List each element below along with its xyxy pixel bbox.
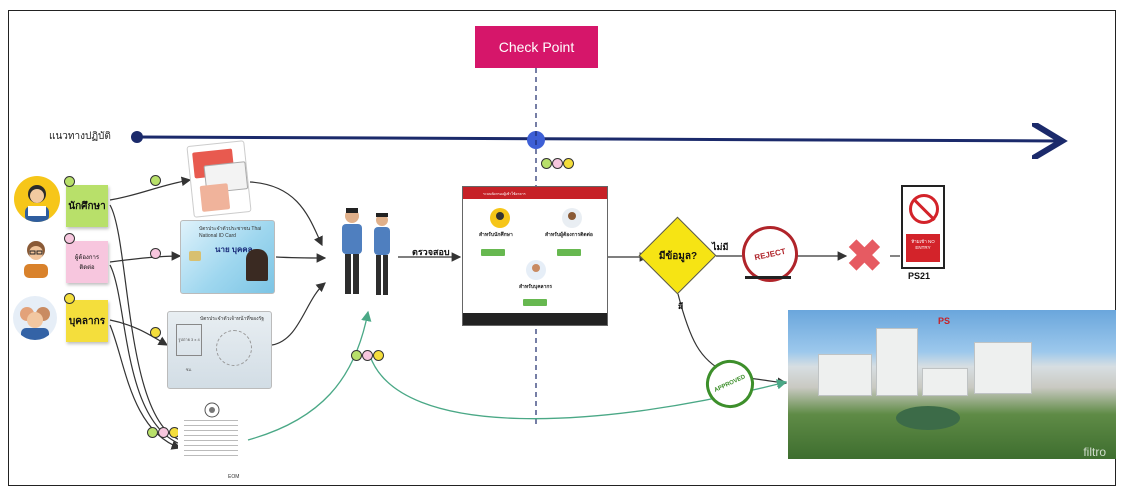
officer-card-title: บัตรประจำตัวเจ้าหน้าที่ของรัฐ bbox=[200, 316, 265, 322]
seal-icon bbox=[216, 330, 252, 366]
arrow-student-cards bbox=[109, 176, 192, 201]
student-icon bbox=[490, 208, 510, 228]
panel-staff-label: สำหรับบุคลากร bbox=[519, 284, 553, 290]
arrow-staff-officercard bbox=[109, 319, 169, 346]
national-id-card: บัตรประจำตัวประชาชน Thai National ID Car… bbox=[180, 220, 275, 294]
status-dot bbox=[64, 233, 75, 244]
campus-logo: PS bbox=[938, 316, 951, 326]
status-dot bbox=[563, 158, 574, 169]
decision-node: มีข้อมูล? bbox=[638, 216, 717, 295]
status-dot bbox=[150, 327, 161, 338]
decision-question: มีข้อมูล? bbox=[658, 251, 698, 262]
panel-student-button[interactable] bbox=[481, 249, 505, 256]
visitor-avatar bbox=[16, 236, 56, 278]
arrow-decision-to-campus bbox=[677, 293, 726, 373]
sticky-visitor: ผู้ต้องการติดต่อ bbox=[66, 241, 108, 283]
guards-icon bbox=[342, 208, 390, 295]
pond bbox=[896, 406, 960, 430]
reject-underline bbox=[745, 276, 791, 279]
emblem-icon bbox=[204, 402, 220, 418]
panel-visitor-label: สำหรับผู้ต้องการติดต่อ bbox=[545, 232, 593, 238]
status-dot bbox=[541, 158, 552, 169]
screening-screenshot: ระบบคัดกรองผู้เข้าใช้อาคาร สำหรับนักศึกษ… bbox=[462, 186, 608, 326]
screenshot-header: ระบบคัดกรองผู้เข้าใช้อาคาร bbox=[463, 187, 607, 199]
student-cards-image bbox=[186, 140, 252, 218]
no-entry-text: ห้ามเข้า NO ENTRY bbox=[906, 234, 940, 262]
screenshot-header-text: ระบบคัดกรองผู้เข้าใช้อาคาร bbox=[483, 192, 526, 196]
watermark: filtro bbox=[1083, 445, 1106, 459]
guideline-label: แนวทางปฏิบัติ bbox=[49, 131, 111, 142]
id-card-name: นาย บุคคล bbox=[215, 245, 253, 254]
student-avatar bbox=[14, 176, 60, 222]
green-guards-to-campus bbox=[369, 355, 788, 420]
decision-no-label: ไม่มี bbox=[712, 242, 729, 252]
visitor-icon bbox=[562, 208, 582, 228]
status-dot bbox=[150, 175, 161, 186]
building bbox=[922, 368, 968, 396]
panel-staff-button[interactable] bbox=[523, 299, 547, 306]
status-dot bbox=[158, 427, 169, 438]
status-dot bbox=[362, 350, 373, 361]
arrow-officercard-to-guards bbox=[271, 282, 326, 346]
campus-photo: PS filtro bbox=[788, 310, 1116, 459]
verify-label: ตรวจสอบ bbox=[412, 247, 450, 257]
arrow-student-doc bbox=[109, 204, 181, 441]
no-entry-icon bbox=[909, 194, 939, 224]
status-dot bbox=[351, 350, 362, 361]
timeline-start-dot bbox=[131, 131, 143, 143]
no-entry-label: PS21 bbox=[908, 271, 931, 281]
status-dot bbox=[147, 427, 158, 438]
status-dot bbox=[64, 293, 75, 304]
building bbox=[876, 328, 918, 396]
cross-icon: ✖ bbox=[846, 232, 883, 281]
document-lines bbox=[184, 420, 238, 460]
status-dot bbox=[373, 350, 384, 361]
official-document: EOM bbox=[178, 398, 246, 484]
officer-card-photo: รูปถ่าย 3 x 4 ซม. bbox=[176, 324, 202, 372]
green-doc-to-guards bbox=[247, 310, 372, 441]
status-dot bbox=[552, 158, 563, 169]
timeline-line bbox=[136, 137, 1062, 141]
arrow-idcard-to-guards bbox=[275, 253, 327, 263]
arrow-cards-to-guards bbox=[249, 181, 323, 247]
no-entry-sign: ห้ามเข้า NO ENTRY bbox=[901, 185, 945, 269]
id-card-header: บัตรประจำตัวประชาชน Thai National ID Car… bbox=[199, 226, 262, 239]
status-dot bbox=[64, 176, 75, 187]
officer-id-card: บัตรประจำตัวเจ้าหน้าที่ของรัฐ รูปถ่าย 3 … bbox=[167, 311, 272, 389]
status-dot bbox=[150, 248, 161, 259]
panel-visitor-button[interactable] bbox=[557, 249, 581, 256]
panel-student-label: สำหรับนักศึกษา bbox=[479, 232, 513, 238]
sticky-staff: บุคลากร bbox=[66, 300, 108, 342]
chip-icon bbox=[189, 251, 201, 261]
screenshot-footer bbox=[463, 313, 607, 325]
sticky-student: นักศึกษา bbox=[66, 185, 108, 227]
building bbox=[818, 354, 872, 396]
staff-avatar bbox=[13, 296, 57, 340]
arrow-visitor-idcard bbox=[109, 251, 182, 263]
building bbox=[974, 342, 1032, 394]
staff-icon bbox=[526, 260, 546, 280]
decision-yes-label: มี bbox=[678, 302, 684, 311]
id-photo bbox=[246, 249, 268, 281]
arrow-staff-doc bbox=[109, 324, 182, 450]
document-signature: EOM bbox=[228, 474, 240, 480]
checkpoint-box: Check Point bbox=[475, 26, 598, 68]
